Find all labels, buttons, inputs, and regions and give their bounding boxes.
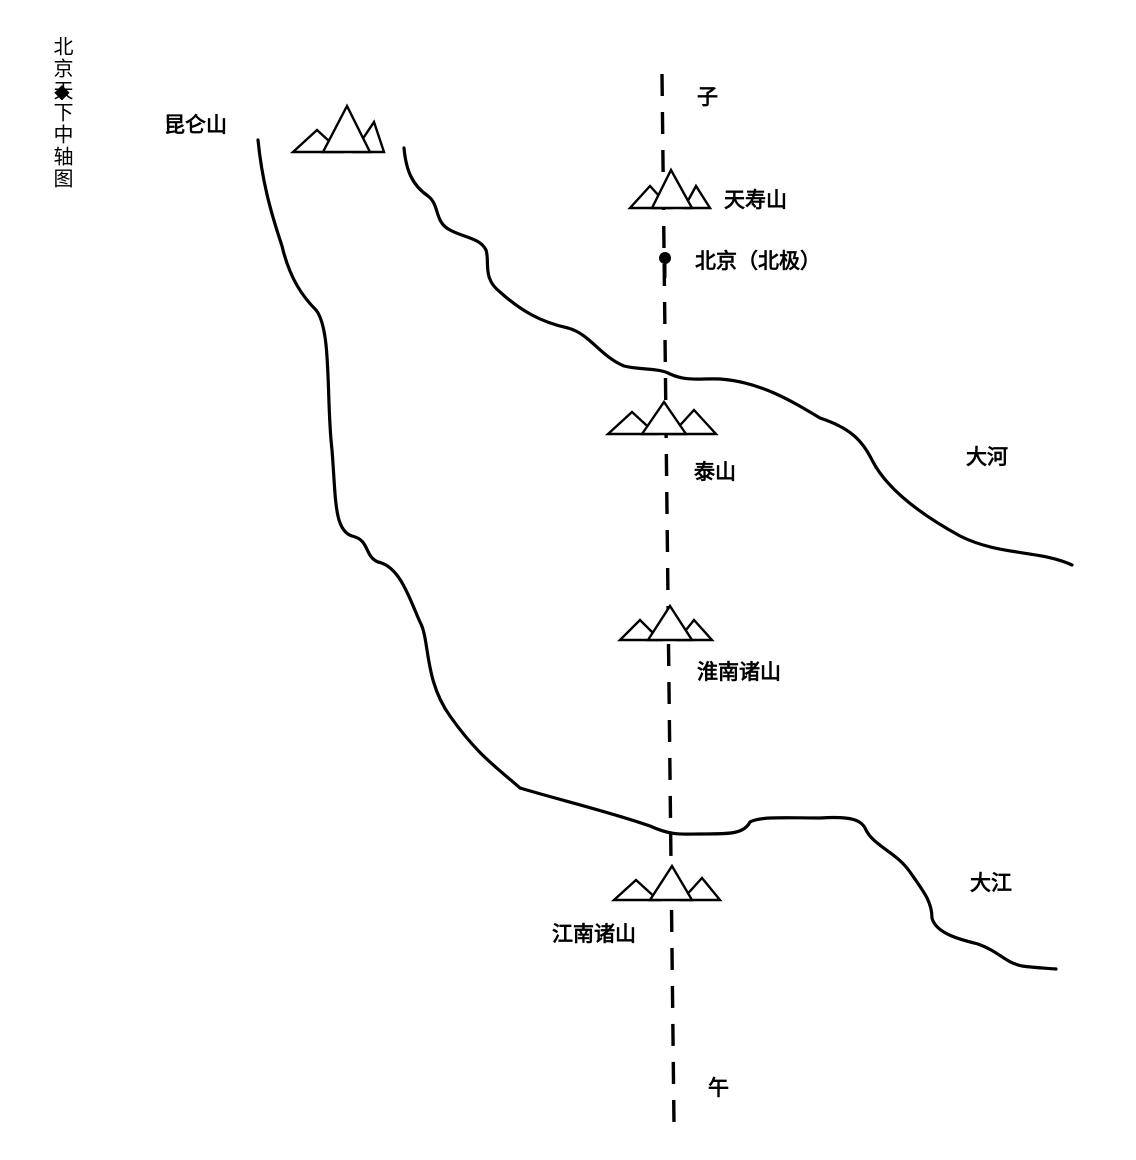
title-marker: ◆ [54,79,70,103]
label-yangtze: 大江 [970,870,1012,895]
diagram-title: 北京天下中轴图 [50,36,74,190]
taishan-mountain-icon [604,399,719,436]
yangtze-river-line [256,138,1058,971]
central-axis-line [660,73,676,1126]
label-huainan: 淮南诸山 [697,659,781,684]
label-beijing: 北京（北极） [695,248,821,273]
label-south-wu: 午 [708,1075,729,1100]
tianshou-mountain-icon [627,167,713,210]
jiangnan-mountain-icon [610,863,723,902]
label-north-zi: 子 [697,84,718,109]
kunlun-mountain-icon [289,103,386,154]
label-taishan: 泰山 [693,459,736,484]
beijing-pin-icon [659,252,671,278]
label-jiangnan: 江南诸山 [552,921,636,946]
yellow-river-line [402,146,1074,567]
label-tianshou: 天寿山 [724,187,787,212]
label-yellow-river: 大河 [966,444,1008,469]
huainan-mountain-icon [617,603,715,642]
title-block: ◆ 北京天下中轴图 [50,36,74,190]
label-kunlun: 昆仑山 [164,112,227,137]
